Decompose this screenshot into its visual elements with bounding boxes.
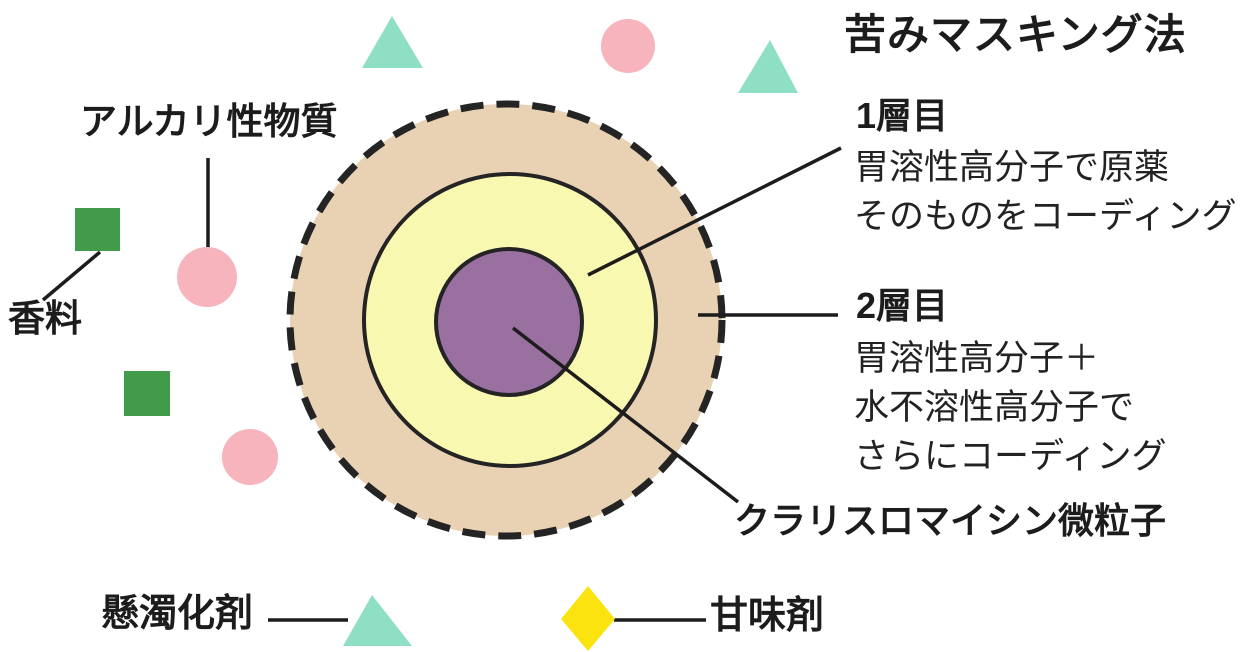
core-particle-label: クラリスロマイシン微粒子 [734,500,1167,541]
suspending-agent-triangle-icon [738,40,798,93]
core-pointer-line [511,326,740,504]
fragrance-label: 香料 [8,298,82,339]
layer1-pointer-line [587,146,842,277]
layer2-heading: 2層目 [856,285,949,326]
fragrance-pointer-line [41,250,102,302]
diagram-title: 苦みマスキング法 [844,11,1187,58]
suspending-agent-label: 懸濁化剤 [101,593,254,635]
sweetener-label: 甘味剤 [710,595,825,637]
sweetener-diamond-icon [561,586,615,651]
layer2-description: 胃溶性高分子＋ 水不溶性高分子で さらにコーディング [854,339,1167,476]
suspending-agent-triangle-icon [343,595,412,646]
layer1-heading: 1層目 [856,95,949,136]
alkaline-substance-circle-icon [177,247,237,307]
layer1-description: 胃溶性高分子で原薬 そのものをコーディング [854,148,1237,236]
alkaline-substance-circle-icon [601,19,655,73]
alkaline-substance-label: アルカリ性物質 [80,101,338,142]
suspending-agent-triangle-icon [362,16,423,68]
alkaline-substance-circle-icon [222,429,278,485]
fragrance-square-icon [75,208,120,251]
drug-core-circle [434,247,584,397]
fragrance-square-icon [124,371,170,416]
